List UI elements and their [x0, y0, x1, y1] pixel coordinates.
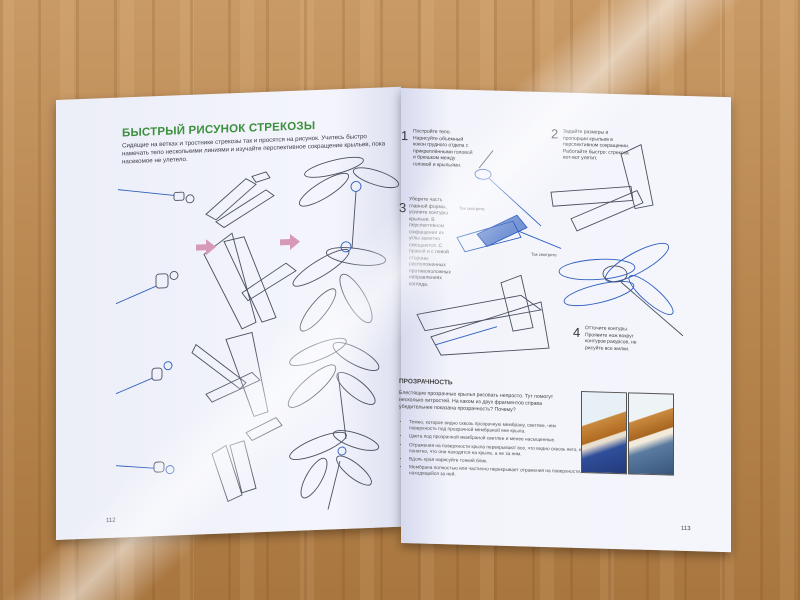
- sketch-dragonfly-1: [298, 156, 400, 249]
- sketch-wings-right-2: [550, 144, 654, 232]
- sketch-body-step2: [115, 271, 179, 305]
- page-number-right: 113: [681, 525, 691, 533]
- sketch-dragonfly-right: [558, 242, 684, 337]
- sketch-wings-right-4: [416, 274, 550, 356]
- arrow-icon: [196, 239, 216, 256]
- arrow-icon: [280, 234, 300, 251]
- page-number-left: 112: [106, 517, 116, 525]
- sketch-body-step3: [115, 361, 173, 395]
- bullet-item: Мембрана полностью или частично перекрыв…: [409, 465, 584, 482]
- sketch-wings-right-3: [456, 214, 562, 253]
- sketch-dragonfly-3: [287, 337, 380, 439]
- pink-arrows: [196, 234, 300, 256]
- sketch-wings-step4: [211, 416, 283, 503]
- sketch-wings-step2: [203, 232, 297, 330]
- left-sketches: [115, 156, 400, 510]
- sketch-body-step4: [115, 461, 175, 475]
- sketch-body-right-1: [474, 150, 542, 227]
- transparency-example-a: [581, 391, 627, 475]
- sketch-wings-step1: [205, 171, 275, 229]
- sketch-wings-step3: [191, 331, 269, 417]
- transparency-example-b: [628, 392, 674, 476]
- sketch-body-step1: [117, 189, 195, 204]
- left-page: БЫСТРЫЙ РИСУНОК СТРЕКОЗЫ Сидящие на ветк…: [56, 86, 401, 541]
- right-page: 1 Постройте тело. Нарисуйте объемный кок…: [399, 88, 731, 553]
- sketch-dragonfly-2: [292, 241, 387, 332]
- sketch-dragonfly-4: [289, 430, 380, 510]
- section-title: Прозрачность: [399, 377, 453, 387]
- bullet-list: Темно, которое видно сквозь прозрачную м…: [403, 420, 584, 485]
